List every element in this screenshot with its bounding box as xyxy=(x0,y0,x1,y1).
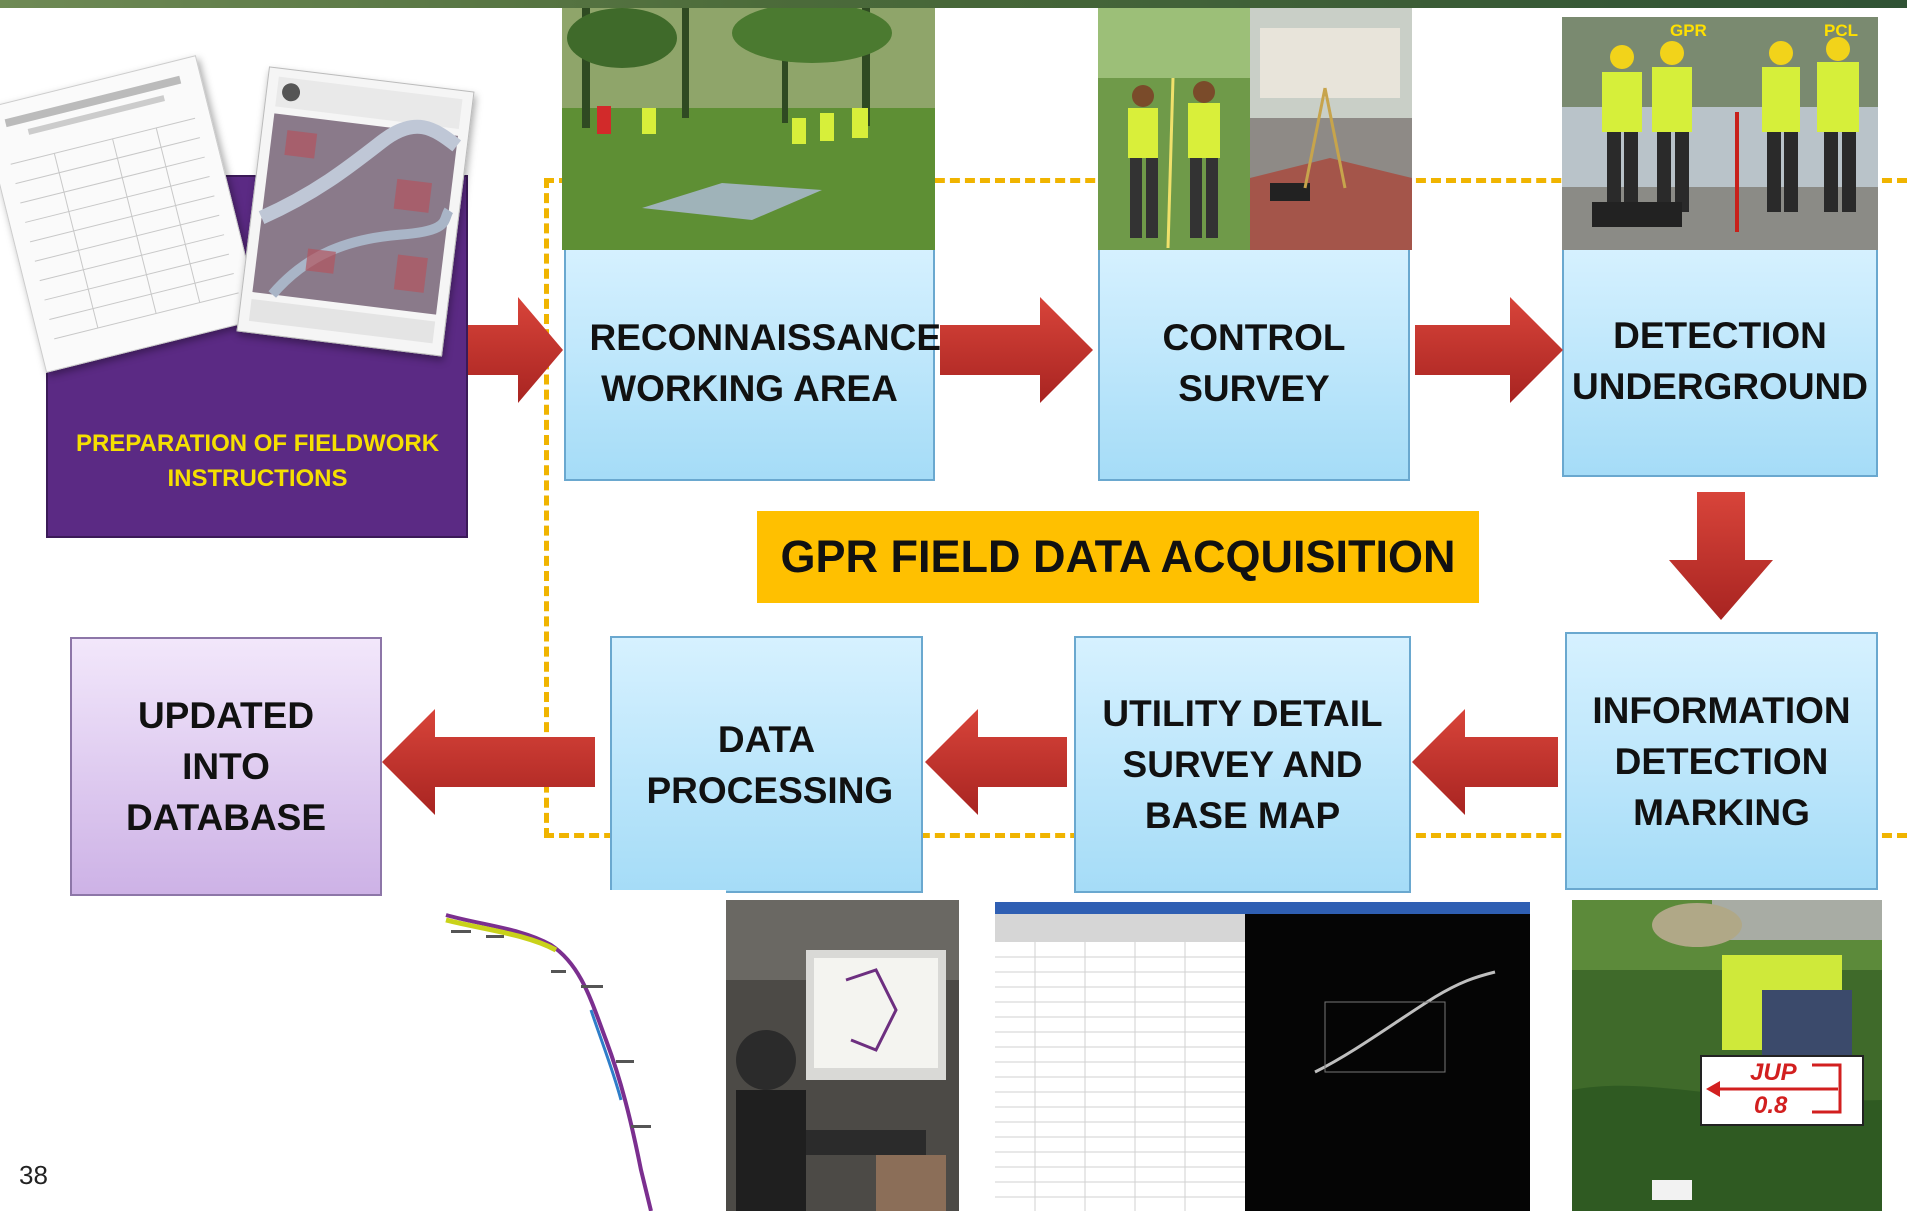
page-number: 38 xyxy=(19,1160,48,1190)
step-information-box: INFORMATION DETECTION MARKING xyxy=(1565,632,1878,890)
step-detection-box: DETECTION UNDERGROUND xyxy=(1562,245,1878,477)
arrow-control-to-detection xyxy=(1415,297,1563,403)
marking-code-label: JUP xyxy=(1750,1059,1797,1086)
control-survey-photo-left xyxy=(1098,8,1250,250)
step-data-processing-label: DATA PROCESSING xyxy=(646,718,894,811)
utility-software-screenshot xyxy=(995,902,1530,1211)
gpr-field-data-acquisition-title: GPR FIELD DATA ACQUISITION xyxy=(757,511,1479,603)
data-processing-photo xyxy=(726,900,959,1211)
step-utility-detail-label: UTILITY DETAIL SURVEY AND BASE MAP xyxy=(1102,693,1383,836)
utility-map-drawing xyxy=(441,890,726,1211)
step-updated-label: UPDATED INTO DATABASE xyxy=(125,695,327,838)
control-survey-photo-right xyxy=(1250,8,1412,250)
step-data-processing-box: DATA PROCESSING xyxy=(610,636,923,893)
top-accent-bar xyxy=(0,0,1907,8)
arrow-information-to-utility xyxy=(1412,709,1558,815)
fieldwork-form-document xyxy=(0,55,262,373)
step-reconnaissance-box: RECONNAISSANCE WORKING AREA xyxy=(564,245,942,481)
step-control-survey-label: CONTROL SURVEY xyxy=(1162,317,1346,409)
marking-depth-label: 0.8 xyxy=(1754,1092,1788,1119)
step-detection-label: DETECTION UNDERGROUND xyxy=(1572,315,1868,407)
detection-photo: GPR PCL xyxy=(1562,17,1878,250)
reconnaissance-photo xyxy=(562,8,935,250)
arrow-utility-to-processing xyxy=(925,709,1067,815)
photo-label-pcl: PCL xyxy=(1824,21,1858,40)
step-control-survey-box: CONTROL SURVEY xyxy=(1098,245,1410,481)
photo-label-gpr: GPR xyxy=(1670,21,1707,40)
arrow-prep-to-recon xyxy=(468,297,563,403)
marking-sign: JUP 0.8 xyxy=(1700,1055,1864,1126)
step-preparation-label: PREPARATION OF FIELDWORK INSTRUCTIONS xyxy=(75,430,440,492)
step-reconnaissance-label: RECONNAISSANCE WORKING AREA xyxy=(589,317,942,409)
step-information-label: INFORMATION DETECTION MARKING xyxy=(1592,689,1851,833)
aerial-map-document xyxy=(236,66,475,357)
arrow-detection-to-information xyxy=(1669,492,1773,620)
arrow-processing-to-updated xyxy=(382,709,595,815)
step-utility-detail-box: UTILITY DETAIL SURVEY AND BASE MAP xyxy=(1074,636,1411,893)
step-updated-box: UPDATED INTO DATABASE xyxy=(70,637,382,896)
arrow-recon-to-control xyxy=(940,297,1093,403)
